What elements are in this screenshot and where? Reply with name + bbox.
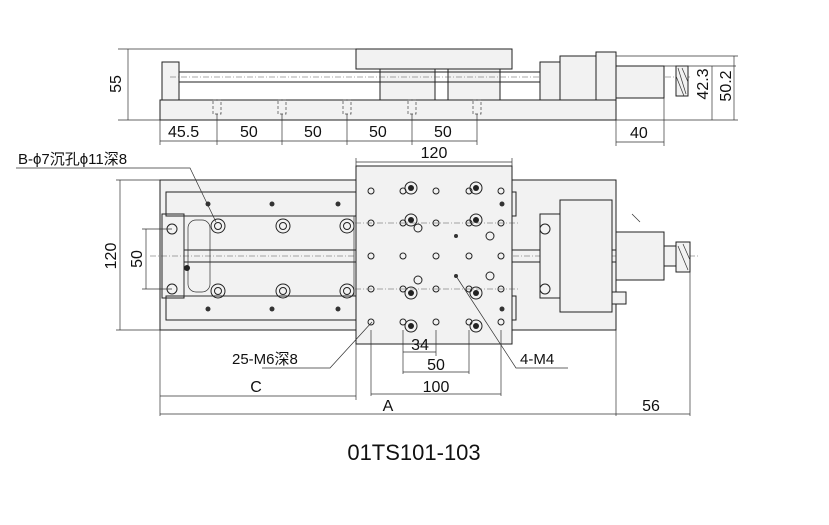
- top-motor: [615, 231, 665, 281]
- side-base: [159, 99, 617, 121]
- callout-m4-holes: 4-M4: [520, 351, 554, 368]
- counterbore-holes: [166, 218, 551, 299]
- side-end-block: [161, 61, 180, 101]
- side-carriage: [355, 48, 513, 70]
- model-number: 01TS101-103: [347, 440, 480, 465]
- top-dim-a: A: [383, 398, 394, 415]
- top-dim-c: C: [250, 379, 262, 396]
- side-dim-pitch: 50: [369, 124, 387, 141]
- side-dim-h50: 50.2: [718, 70, 735, 101]
- side-dim-depth: 40: [630, 125, 648, 142]
- top-dim-table-width: 120: [421, 145, 448, 162]
- top-dim-rail-span: 50: [129, 250, 146, 268]
- side-dim-h42: 42.3: [695, 68, 712, 99]
- callout-counterbore: B-ϕ7沉孔ϕ11深8: [18, 151, 127, 168]
- side-motor-flange: [559, 55, 597, 101]
- side-view: 55 45.5 50 50 50 50 42.3 50.2 40: [108, 48, 738, 146]
- side-dim-pitch: 50: [304, 124, 322, 141]
- top-dim-pitch100: 100: [423, 379, 450, 396]
- top-dim-pitch34: 34: [411, 337, 429, 354]
- side-motor: [615, 65, 665, 99]
- table-counterbores: [404, 181, 495, 333]
- top-table: [355, 165, 513, 345]
- top-motor-flange: [559, 199, 613, 313]
- top-dim-pitch50: 50: [427, 357, 445, 374]
- side-dim-offset: 45.5: [168, 124, 199, 141]
- top-dim-motor-length: 56: [642, 398, 660, 415]
- top-view: 120 120 50 34 50 100 C A 56 B-ϕ7沉孔ϕ11深8 …: [16, 145, 700, 416]
- callout-tapped-holes: 25-M6深8: [232, 351, 298, 368]
- side-dim-height: 55: [108, 75, 125, 93]
- side-dim-pitch: 50: [240, 124, 258, 141]
- top-dim-base-width: 120: [103, 243, 120, 270]
- rail-screws: [205, 201, 505, 312]
- side-dim-pitch: 50: [434, 124, 452, 141]
